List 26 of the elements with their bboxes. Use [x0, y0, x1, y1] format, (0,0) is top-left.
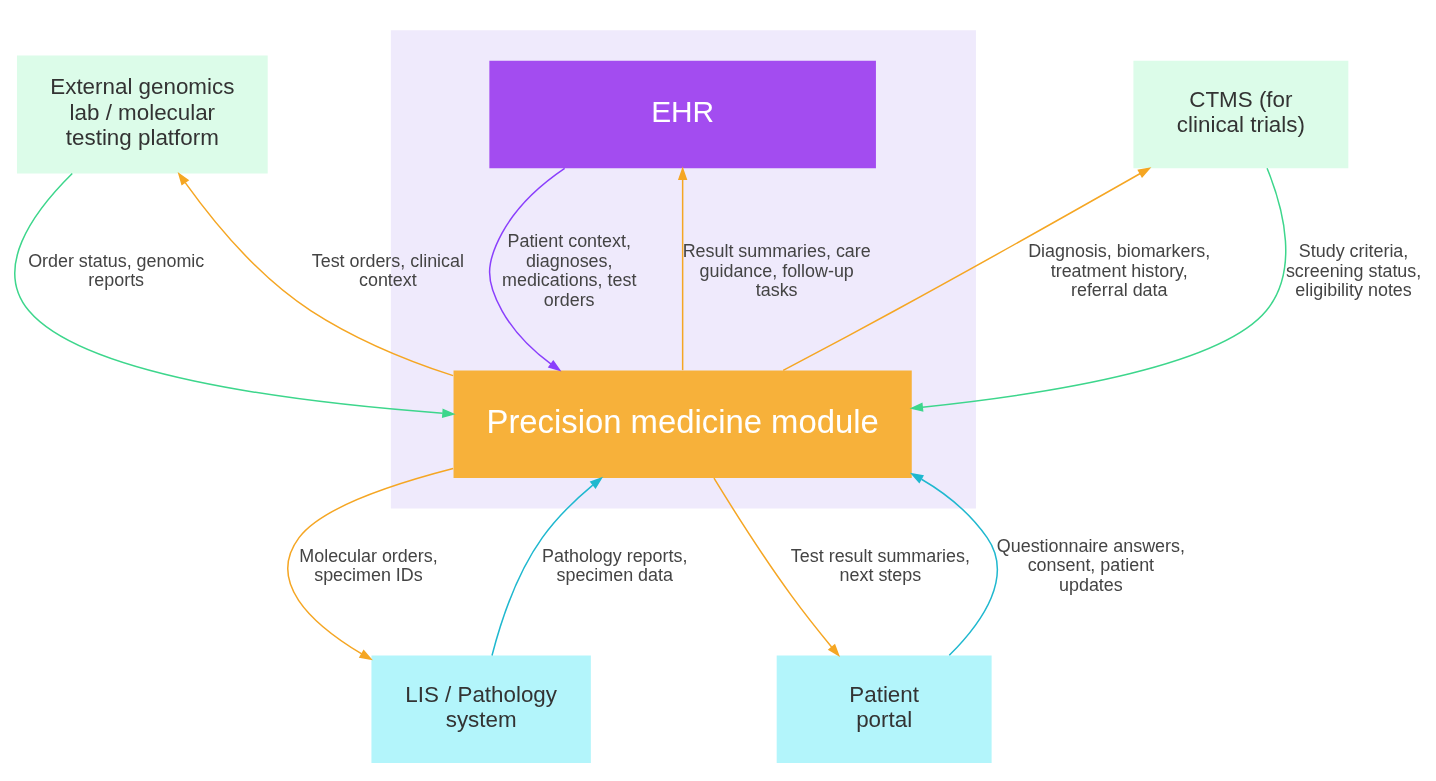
node-box: Precision medicine module	[453, 370, 912, 478]
edge-label: Order status, genomic reports	[28, 250, 205, 290]
edge-label: Test result summaries, next steps	[790, 545, 970, 585]
arrow	[287, 467, 454, 660]
arrow	[909, 167, 1287, 412]
edge-label: Test orders, clinical context	[311, 250, 464, 290]
edge-label: Diagnosis, biomarkers, treatment history, referral data	[1028, 240, 1211, 300]
arrow	[488, 167, 566, 372]
arrow	[14, 172, 456, 418]
edge-label: Pathology reports, specimen data	[542, 545, 688, 585]
node-box: CTMS (for clinical trials)	[1133, 60, 1349, 168]
edge-label: Study criteria, screening status, eligibility notes	[1285, 240, 1422, 300]
arrow	[713, 476, 840, 657]
node-box: External genomics lab / molecular testing platform	[16, 55, 268, 173]
node-box: Patient portal	[776, 655, 992, 763]
arrow	[491, 476, 604, 656]
arrow	[909, 472, 999, 656]
edge-label: Patient context, diagnoses, medications, test orders	[502, 230, 637, 310]
edge-label: Result summaries, care guidance, follow-up tasks	[682, 240, 871, 300]
arrow	[677, 165, 688, 371]
edge-label: Molecular orders, specimen IDs	[299, 545, 438, 585]
arrow	[177, 171, 454, 376]
node-box: EHR	[489, 60, 876, 168]
arrow	[782, 166, 1152, 371]
node-box: LIS / Pathology system	[371, 655, 591, 763]
edge-label: Questionnaire answers, consent, patient updates	[996, 535, 1185, 595]
